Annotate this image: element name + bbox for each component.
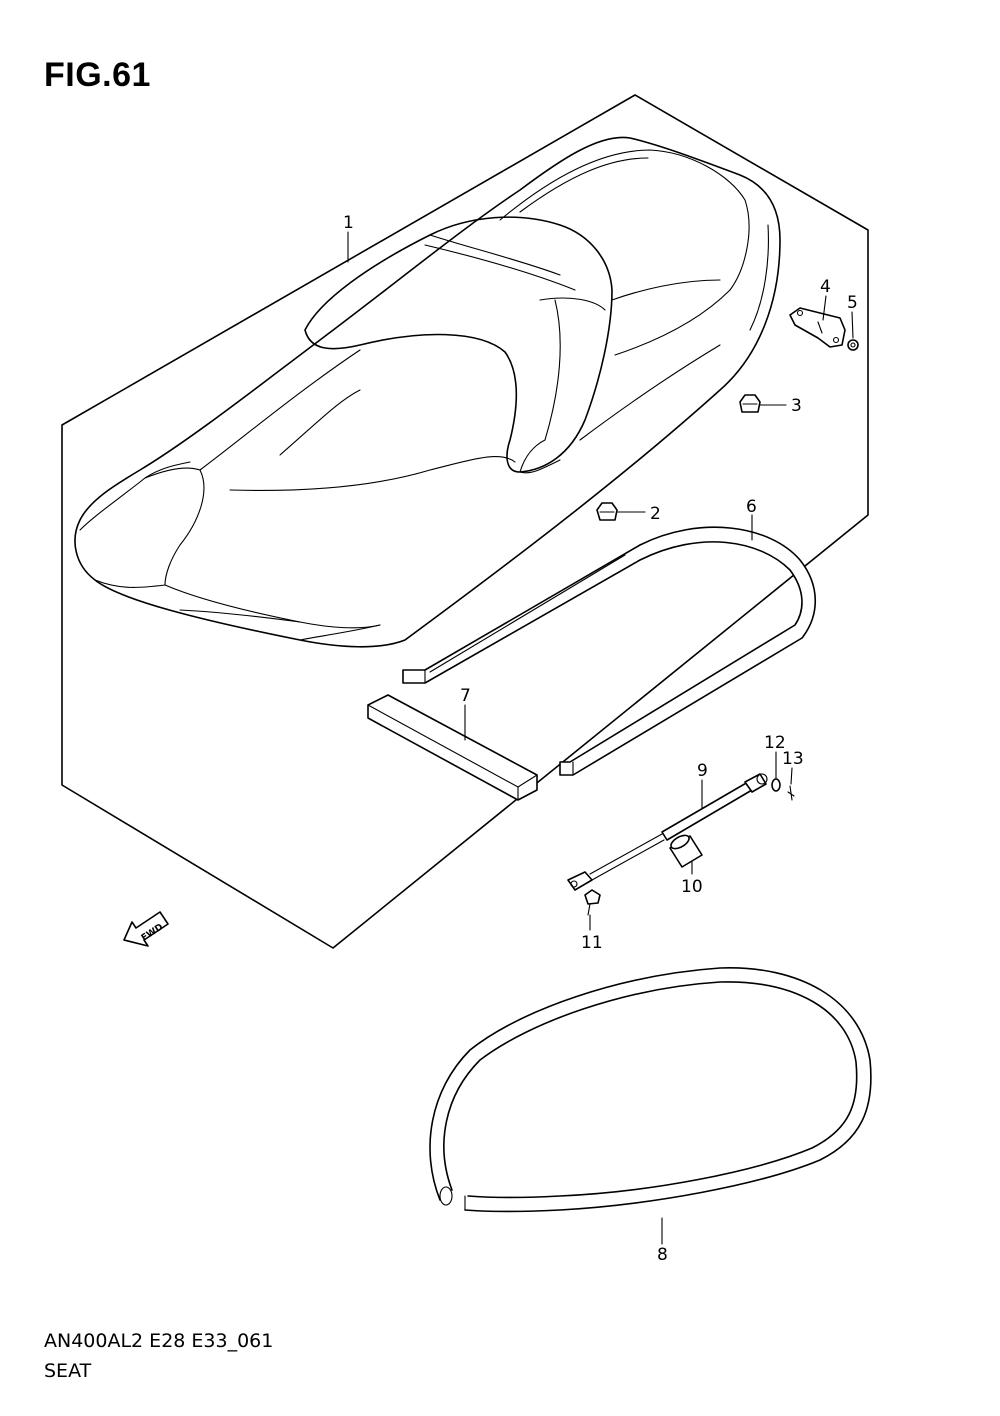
callout-11: 11 (581, 933, 603, 953)
damper-part-9 (567, 773, 768, 891)
leader-lines (347, 231, 854, 1245)
frame-cushion-part-6 (402, 526, 817, 776)
clip-part-13 (787, 785, 795, 801)
cushion-part-3 (739, 394, 761, 413)
callout-8: 8 (657, 1245, 668, 1265)
callout-1: 1 (343, 213, 354, 233)
callout-7: 7 (460, 686, 471, 706)
callout-10: 10 (681, 877, 703, 897)
seat-part-1 (74, 136, 781, 648)
figure-name: SEAT (44, 1360, 92, 1382)
figure-code: AN400AL2 E28 E33_061 (44, 1330, 274, 1352)
nut-part-5 (847, 339, 859, 351)
cushion-part-2 (596, 502, 618, 521)
callout-9: 9 (697, 761, 708, 781)
cap-part-10 (669, 834, 703, 868)
callout-5: 5 (847, 293, 858, 313)
bracket-part-4 (789, 307, 846, 348)
bolt-part-11 (584, 889, 601, 916)
figure-title: FIG.61 (44, 56, 151, 94)
fwd-arrow-icon: FWD (123, 911, 169, 947)
assembly-boundary (61, 94, 869, 949)
washer-part-12 (771, 778, 781, 792)
callout-6: 6 (746, 497, 757, 517)
seal-strip-part-8 (429, 967, 872, 1213)
callout-12: 12 (764, 733, 786, 753)
callout-labels: 1 2 3 4 5 6 7 8 9 10 11 12 13 (343, 213, 858, 1265)
callout-13: 13 (782, 749, 804, 769)
callout-4: 4 (820, 277, 831, 297)
pad-part-7 (367, 694, 538, 801)
callout-3: 3 (791, 396, 802, 416)
callout-2: 2 (650, 504, 661, 524)
